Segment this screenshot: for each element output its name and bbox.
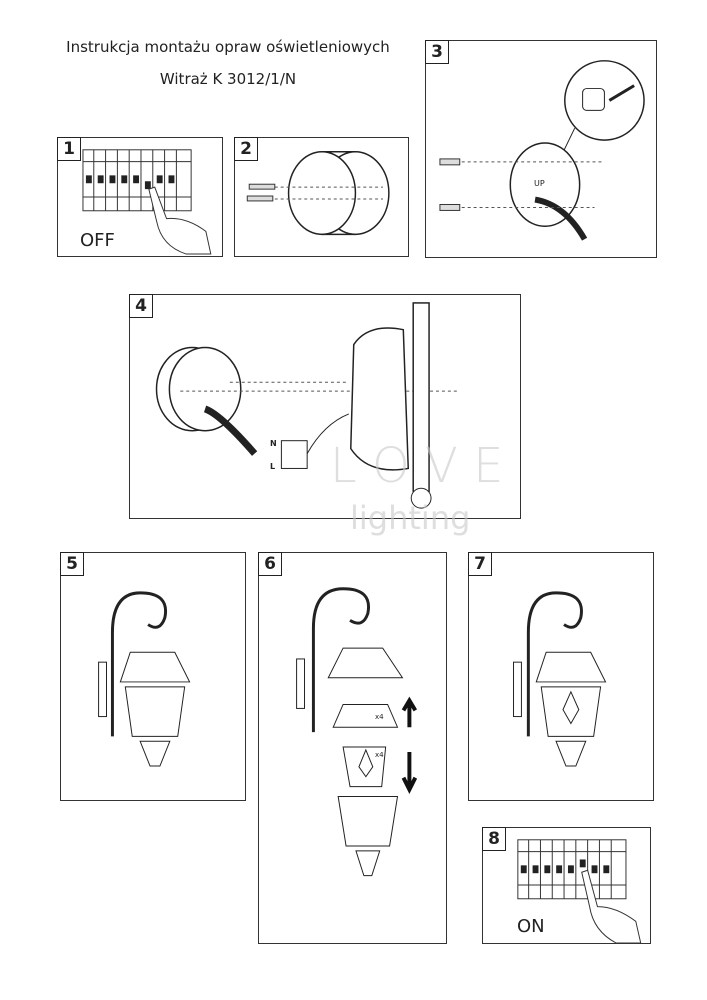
lantern-illustration xyxy=(98,591,191,767)
step-number: 5 xyxy=(60,552,84,576)
quantity-label: x4 xyxy=(375,751,384,759)
step-1-panel: 1 OFF xyxy=(57,137,223,257)
live-label: L xyxy=(270,462,276,471)
step-number: 3 xyxy=(425,40,449,64)
product-name: Witraż K 3012/1/N xyxy=(159,70,297,88)
step-2-panel: 2 xyxy=(234,137,409,257)
step-number: 4 xyxy=(129,294,153,318)
watermark-logo-subtitle: lighting xyxy=(350,499,471,537)
step-8-panel: 8 ON xyxy=(482,827,651,944)
mounting-plate-illustration xyxy=(246,151,390,236)
wall-mounting-illustration xyxy=(439,60,645,241)
step-number: 2 xyxy=(234,137,258,161)
step-6-panel: 6 x4 x4 xyxy=(258,552,447,944)
watermark-logo: L O V E xyxy=(330,438,504,494)
step-number: 6 xyxy=(258,552,282,576)
step-4-panel: 4 N L xyxy=(129,294,521,519)
up-label: UP xyxy=(534,179,545,188)
step-number: 7 xyxy=(468,552,492,576)
assembled-lantern-illustration xyxy=(513,591,607,767)
step-7-panel: 7 xyxy=(468,552,654,801)
off-label: OFF xyxy=(80,230,115,251)
step-5-panel: 5 xyxy=(60,552,246,801)
on-label: ON xyxy=(517,916,545,937)
doc-title: Instrukcja montażu opraw oświetleniowych xyxy=(66,38,390,56)
breaker-switch-on-illustration xyxy=(517,839,642,943)
breaker-switch-off-illustration xyxy=(82,149,212,255)
quantity-label: x4 xyxy=(375,713,384,721)
step-number: 1 xyxy=(57,137,81,161)
wiring-illustration xyxy=(155,302,458,509)
step-3-panel: 3 UP xyxy=(425,40,657,258)
step-number: 8 xyxy=(482,827,506,851)
neutral-label: N xyxy=(270,439,277,448)
glass-replacement-illustration xyxy=(296,587,418,877)
